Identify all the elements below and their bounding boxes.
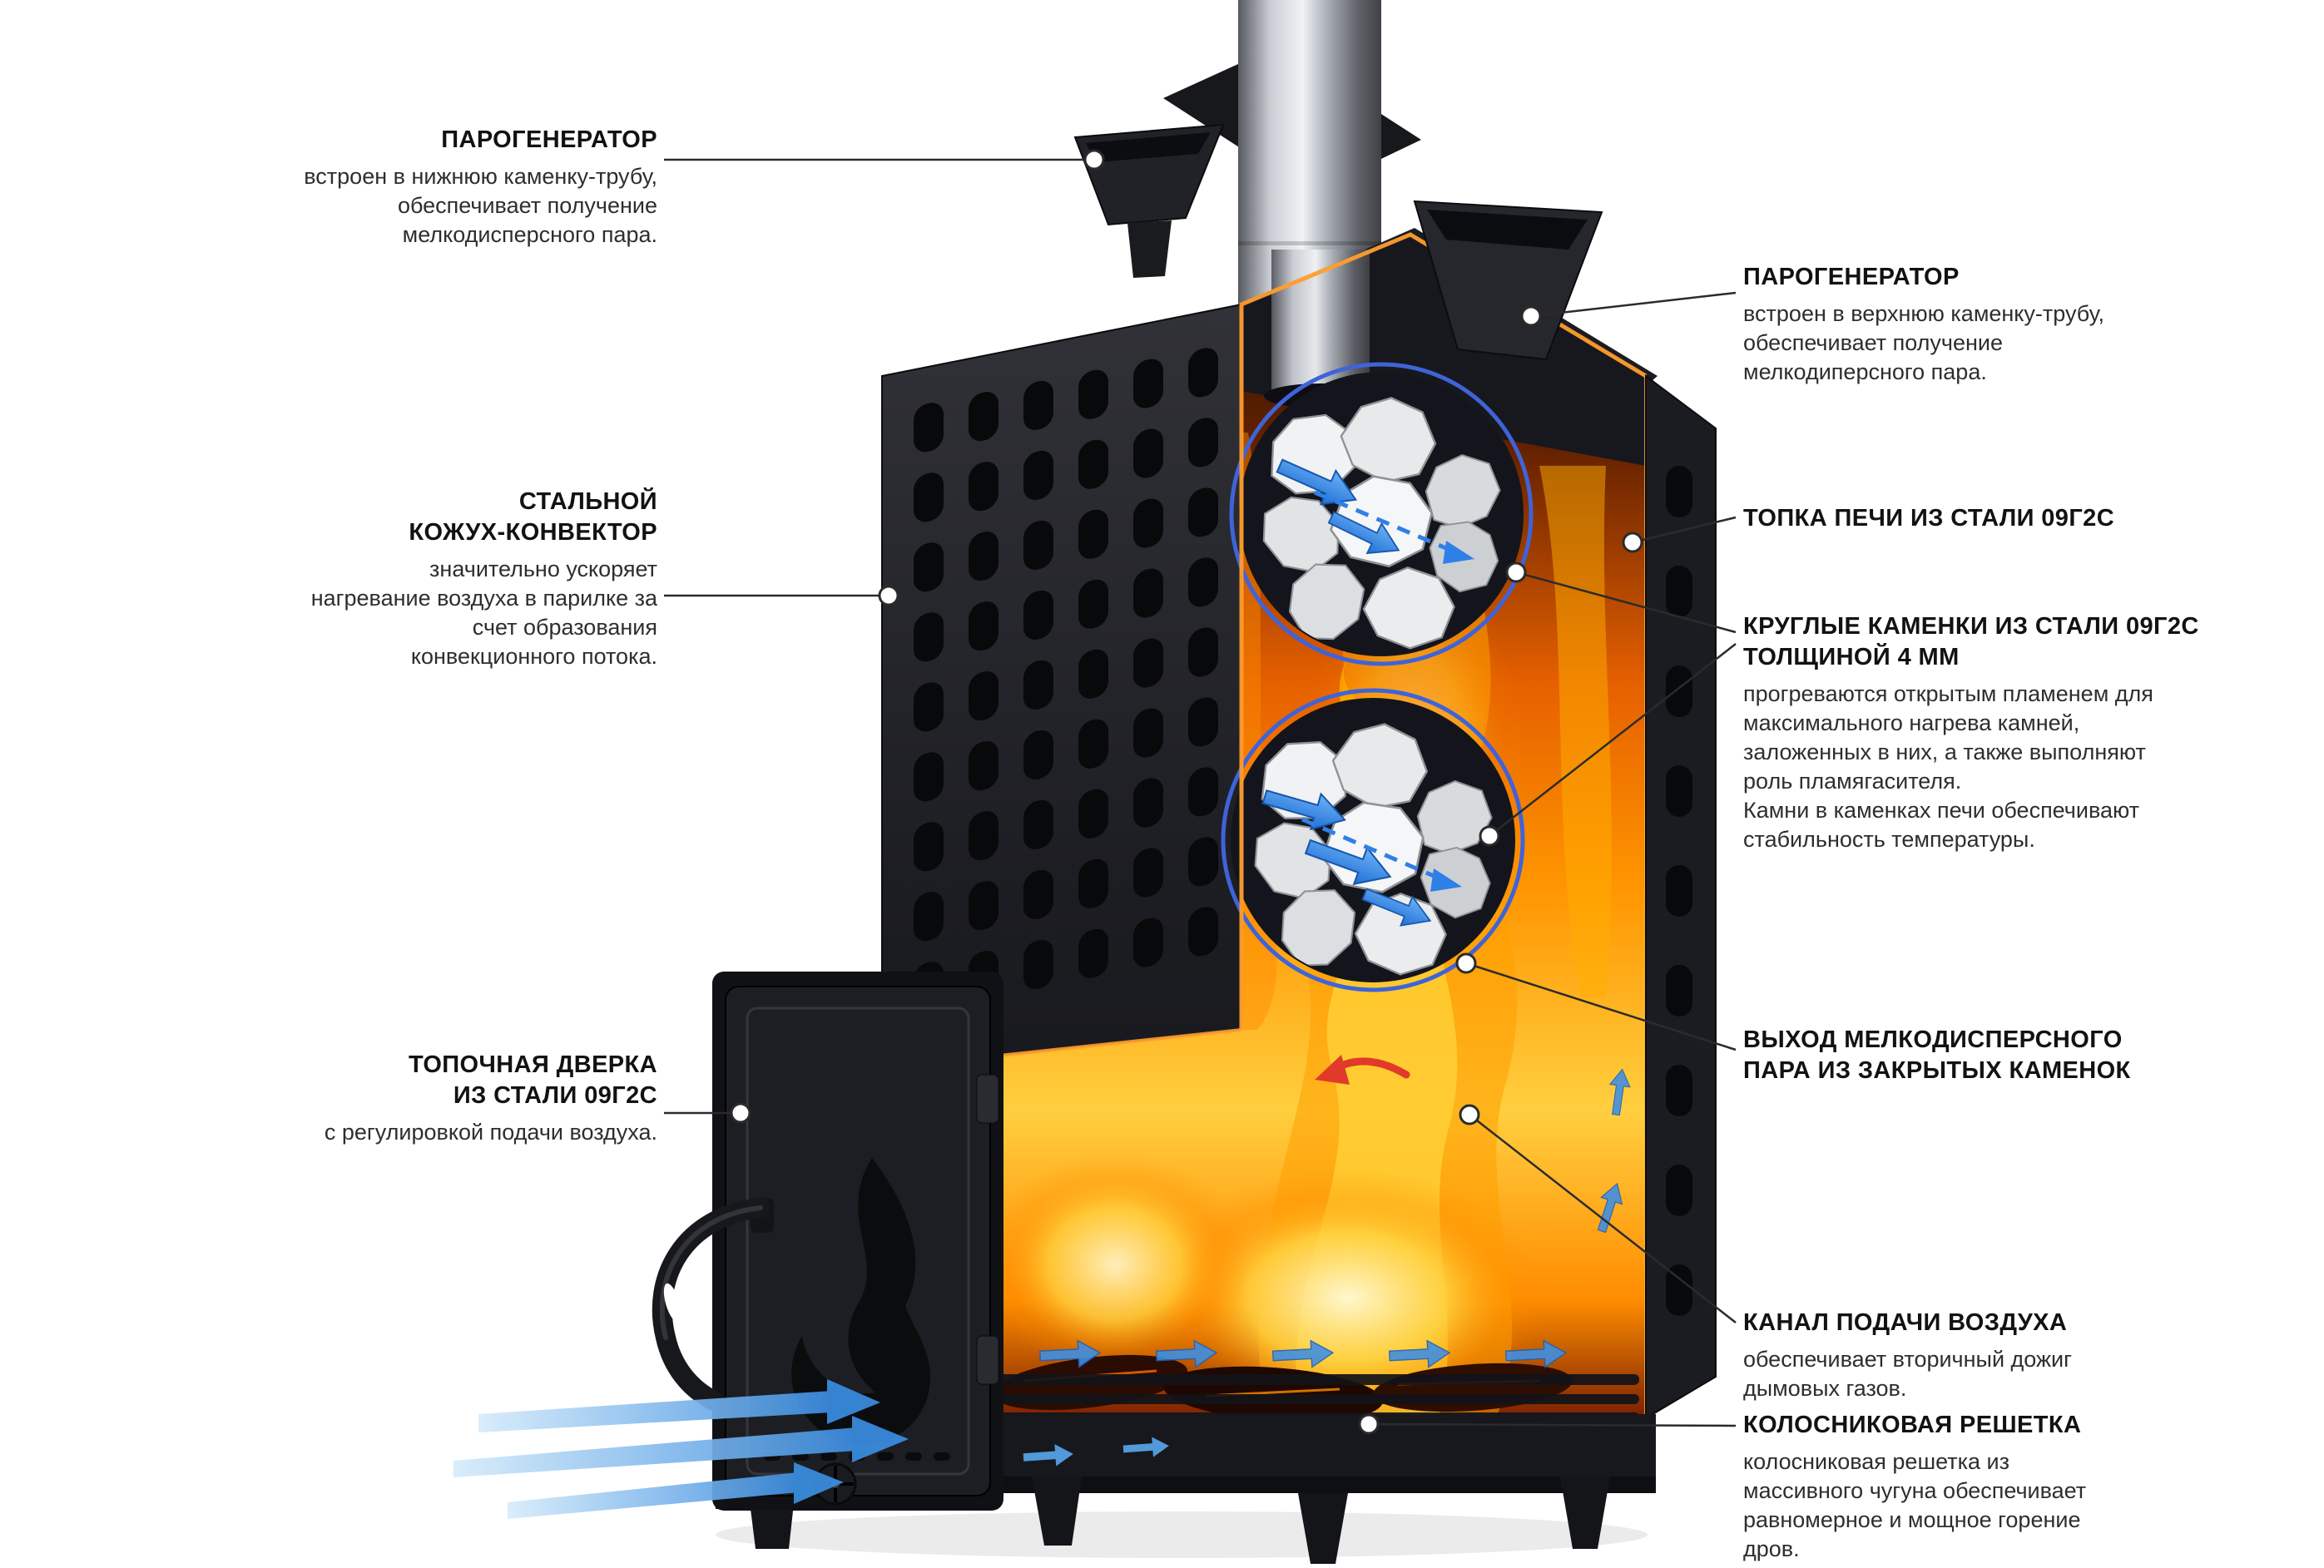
callout-line	[1465, 962, 1737, 1051]
kamenka-ring-icon	[1221, 688, 1525, 992]
annotation-round-kamenki: КРУГЛЫЕ КАМЕНКИ ИЗ СТАЛИ 09Г2С ТОЛЩИНОЙ …	[1743, 611, 2259, 854]
annotation-steel-convector: СТАЛЬНОЙ КОЖУХ-КОНВЕКТОР значительно уск…	[208, 487, 657, 671]
stove-leg	[1032, 1476, 1082, 1546]
annotation-grate: КОЛОСНИКОВАЯ РЕШЕТКА колосниковая решетк…	[1743, 1410, 2259, 1564]
annotation-title: ПАРОГЕНЕРАТОР	[1743, 264, 1960, 290]
callout-marker	[1622, 532, 1643, 553]
callout-marker	[1083, 149, 1105, 171]
callout-marker	[1505, 561, 1527, 583]
callout-line	[1530, 291, 1737, 318]
stove-leg	[1298, 1493, 1348, 1564]
kamenka-ring-icon	[1229, 362, 1534, 666]
door-hinge	[976, 1074, 999, 1124]
annotation-title: ВЫХОД МЕЛКОДИСПЕРСНОГО ПАРА ИЗ ЗАКРЫТЫХ …	[1743, 1026, 2131, 1084]
callout-marker	[1358, 1413, 1380, 1435]
callout-line	[1632, 516, 1737, 544]
annotation-steam-outlet: ВЫХОД МЕЛКОДИСПЕРСНОГО ПАРА ИЗ ЗАКРЫТЫХ …	[1743, 1025, 2259, 1093]
steam-funnel-left	[1073, 123, 1225, 278]
callouts	[664, 149, 1737, 1435]
annotation-body: встроен в верхнюю каменку-трубу, обеспеч…	[1743, 301, 2104, 384]
door-hinge	[976, 1335, 999, 1385]
annotation-title: ПАРОГЕНЕРАТОР	[441, 126, 657, 153]
stove-leg	[1560, 1476, 1610, 1549]
steam-funnel-right	[1413, 200, 1603, 361]
annotation-body: значительно ускоряет нагревание воздуха …	[310, 556, 657, 669]
ground-shadow	[716, 1511, 1648, 1558]
callout-line	[1469, 1114, 1737, 1323]
annotation-steam-generator-lower: ПАРОГЕНЕРАТОР встроен в нижнюю каменку-т…	[208, 125, 657, 250]
annotation-firebox-door: ТОПОЧНАЯ ДВЕРКА ИЗ СТАЛИ 09Г2С с регулир…	[208, 1050, 657, 1147]
callout-marker	[878, 585, 899, 606]
annotation-title: КАНАЛ ПОДАЧИ ВОЗДУХА	[1743, 1309, 2068, 1336]
annotation-body: колосниковая решетка из массивного чугун…	[1743, 1449, 2087, 1561]
annotation-body: обеспечивает вторичный дожиг дымовых газ…	[1743, 1347, 2072, 1401]
annotation-title: СТАЛЬНОЙ КОЖУХ-КОНВЕКТОР	[409, 488, 657, 546]
flame-emblem-icon	[791, 1158, 930, 1444]
stove-door	[652, 972, 1003, 1511]
annotation-steam-generator-upper: ПАРОГЕНЕРАТОР встроен в верхнюю каменку-…	[1743, 262, 2259, 387]
callout-marker	[730, 1102, 751, 1124]
annotation-title: ТОПОЧНАЯ ДВЕРКА ИЗ СТАЛИ 09Г2С	[408, 1051, 657, 1109]
callout-line	[1515, 571, 1737, 634]
callout-marker	[1459, 1104, 1480, 1125]
callout-marker	[1520, 305, 1542, 327]
door-handle[interactable]	[652, 1198, 774, 1411]
callout-marker	[1479, 825, 1500, 847]
lower-kamenka	[1221, 688, 1525, 992]
right-convector-edge	[1645, 374, 1717, 1420]
annotation-furnace-steel: ТОПКА ПЕЧИ ИЗ СТАЛИ 09Г2С	[1743, 503, 2259, 541]
annotation-body: встроен в нижнюю каменку-трубу, обеспечи…	[304, 164, 657, 247]
annotation-body: прогреваются открытым пламенем для макси…	[1743, 681, 2153, 852]
annotation-title: ТОПКА ПЕЧИ ИЗ СТАЛИ 09Г2С	[1743, 505, 2115, 532]
callout-line	[1368, 1422, 1737, 1427]
air-intake-arrows	[453, 1379, 1170, 1519]
red-recirculation-arrow-icon	[1315, 1055, 1410, 1085]
annotation-title: КРУГЛЫЕ КАМЕНКИ ИЗ СТАЛИ 09Г2С ТОЛЩИНОЙ …	[1743, 613, 2199, 670]
annotation-body: с регулировкой подачи воздуха.	[324, 1120, 657, 1145]
annotation-title: КОЛОСНИКОВАЯ РЕШЕТКА	[1743, 1412, 2082, 1438]
callout-marker	[1455, 952, 1477, 974]
upper-kamenka	[1229, 362, 1534, 666]
annotation-air-channel: КАНАЛ ПОДАЧИ ВОЗДУХА обеспечивает вторич…	[1743, 1308, 2259, 1403]
callout-line	[1489, 643, 1737, 837]
